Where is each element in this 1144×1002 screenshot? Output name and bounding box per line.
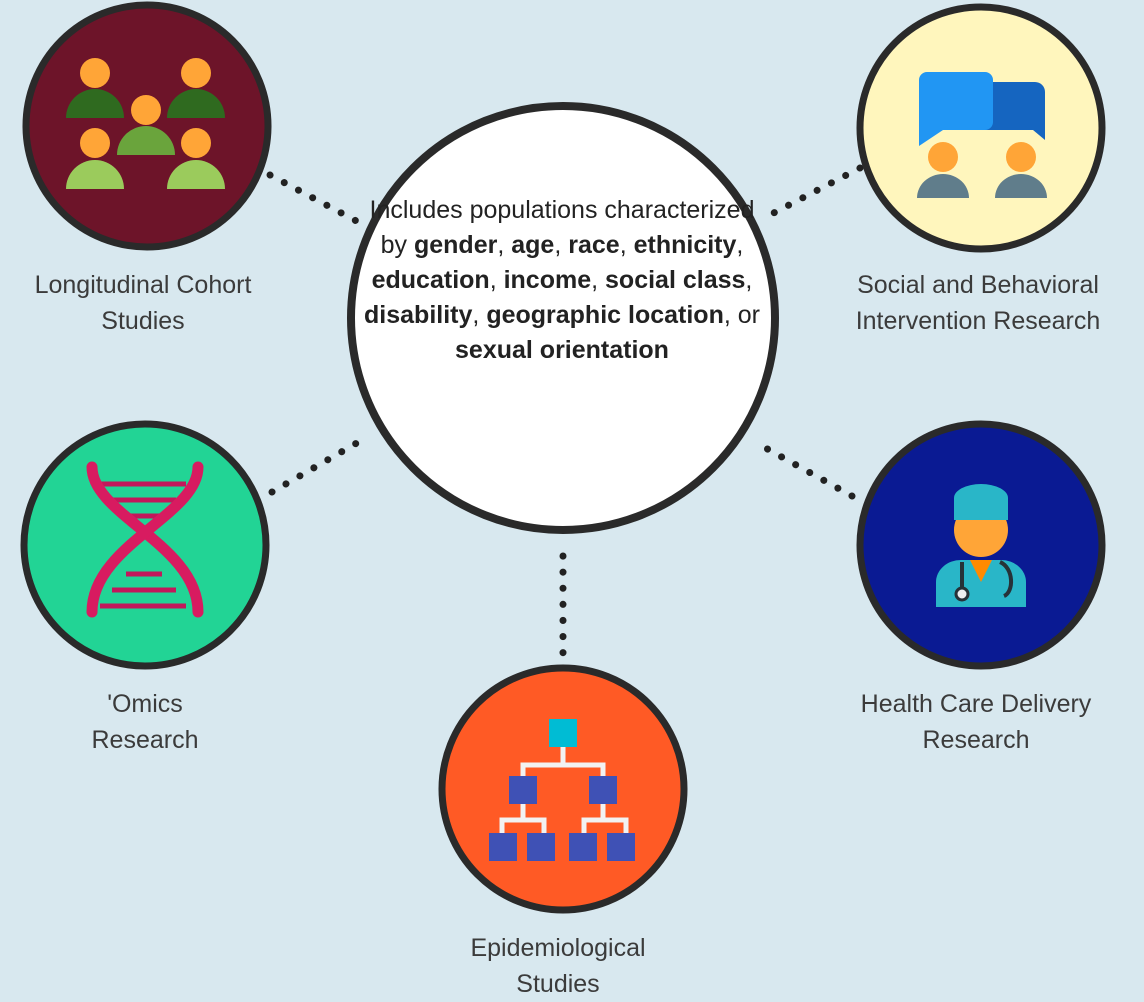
center-text-segment: , or [723, 301, 760, 329]
label-line: Intervention Research [855, 307, 1101, 335]
center-text-segment: Includes populations characterized by [369, 196, 755, 259]
label-omics: 'Omics Research [0, 686, 305, 758]
label-line: Research [922, 726, 1030, 754]
center-description: Includes populations characterized by ge… [362, 193, 762, 368]
center-keyword: disability [364, 301, 473, 329]
chat-bubbles-icon [917, 72, 1047, 198]
connector-omics [268, 436, 366, 496]
group-people-icon [66, 58, 225, 189]
center-circle [347, 102, 779, 534]
label-line: 'Omics [107, 690, 183, 718]
center-keyword: sexual orientation [455, 336, 669, 364]
label-longitudinal: Longitudinal Cohort Studies [0, 267, 303, 339]
center-text-segment: , [497, 231, 512, 259]
center-text-segment: , [736, 231, 744, 259]
node-epidemiological[interactable] [438, 664, 688, 914]
center-keyword: social class [605, 266, 746, 294]
label-line: Studies [516, 970, 600, 998]
center-keyword: geographic location [486, 301, 724, 329]
center-keyword: gender [413, 231, 498, 259]
label-social: Social and Behavioral Intervention Resea… [818, 267, 1138, 339]
center-keyword: education [371, 266, 490, 294]
center-text-segment: , [554, 231, 569, 259]
node-circle [438, 664, 688, 914]
label-line: Longitudinal Cohort [34, 271, 252, 299]
center-keyword: income [503, 266, 592, 294]
doctor-icon [936, 484, 1026, 607]
node-circle [22, 1, 272, 251]
connector-longitudinal [266, 171, 366, 228]
center-text-segment: , [489, 266, 504, 294]
node-healthcare[interactable] [856, 420, 1106, 670]
center-keyword: race [568, 231, 620, 259]
dna-icon [86, 461, 204, 618]
center-text-segment: , [591, 266, 606, 294]
label-line: Studies [101, 307, 185, 335]
center-keyword: age [511, 231, 555, 259]
label-epidemiological: Epidemiological Studies [398, 930, 718, 1002]
center-text-segment: , [472, 301, 487, 329]
center-text-segment: , [619, 231, 634, 259]
label-line: Social and Behavioral [857, 271, 1099, 299]
node-longitudinal[interactable] [22, 1, 272, 251]
node-circle [20, 420, 270, 670]
node-social[interactable] [856, 3, 1106, 253]
node-omics[interactable] [20, 420, 270, 670]
label-line: Health Care Delivery [860, 690, 1092, 718]
center-keyword: ethnicity [633, 231, 737, 259]
center-text-segment: , [745, 266, 753, 294]
label-line: Epidemiological [470, 934, 646, 962]
connector-healthcare [758, 442, 856, 500]
label-healthcare: Health Care Delivery Research [816, 686, 1136, 758]
label-line: Research [91, 726, 199, 754]
hierarchy-tree-icon [489, 719, 635, 861]
connector-social [760, 164, 864, 222]
